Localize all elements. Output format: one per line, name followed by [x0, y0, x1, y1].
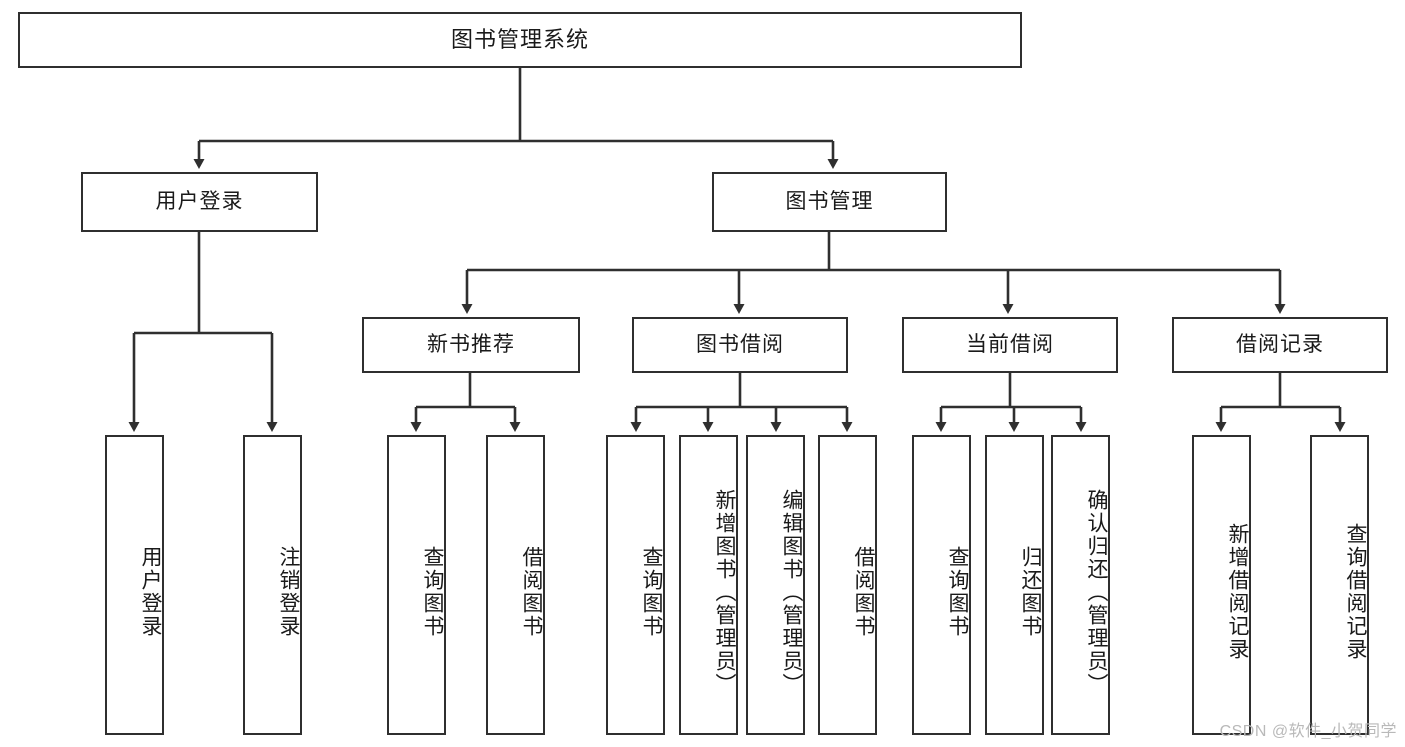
node-leaf-query-book-rec[interactable]: 查询图书 [387, 435, 446, 735]
node-leaf-query-record[interactable]: 查询借阅记录 [1310, 435, 1369, 735]
node-borrow-record[interactable]: 借阅记录 [1172, 317, 1388, 373]
node-leaf-user-logout[interactable]: 注销登录 [243, 435, 302, 735]
node-leaf-confirm-return[interactable]: 确认归还（管理员） [1051, 435, 1110, 735]
node-leaf-query-book-cur[interactable]: 查询图书 [912, 435, 971, 735]
node-root[interactable]: 图书管理系统 [18, 12, 1022, 68]
node-leaf-edit-book[interactable]: 编辑图书（管理员） [746, 435, 805, 735]
node-book-manage[interactable]: 图书管理 [712, 172, 947, 232]
node-leaf-borrow-book-rec[interactable]: 借阅图书 [486, 435, 545, 735]
node-leaf-return-book[interactable]: 归还图书 [985, 435, 1044, 735]
node-leaf-user-login[interactable]: 用户登录 [105, 435, 164, 735]
csdn-watermark: CSDN @软件_小贺同学 [1219, 723, 1397, 740]
node-user-login[interactable]: 用户登录 [81, 172, 318, 232]
node-leaf-borrow-book[interactable]: 借阅图书 [818, 435, 877, 735]
node-book-borrow[interactable]: 图书借阅 [632, 317, 848, 373]
node-new-book-recommend[interactable]: 新书推荐 [362, 317, 580, 373]
node-leaf-add-book[interactable]: 新增图书（管理员） [679, 435, 738, 735]
node-leaf-query-book-borrow[interactable]: 查询图书 [606, 435, 665, 735]
node-leaf-add-record[interactable]: 新增借阅记录 [1192, 435, 1251, 735]
node-current-borrow[interactable]: 当前借阅 [902, 317, 1118, 373]
